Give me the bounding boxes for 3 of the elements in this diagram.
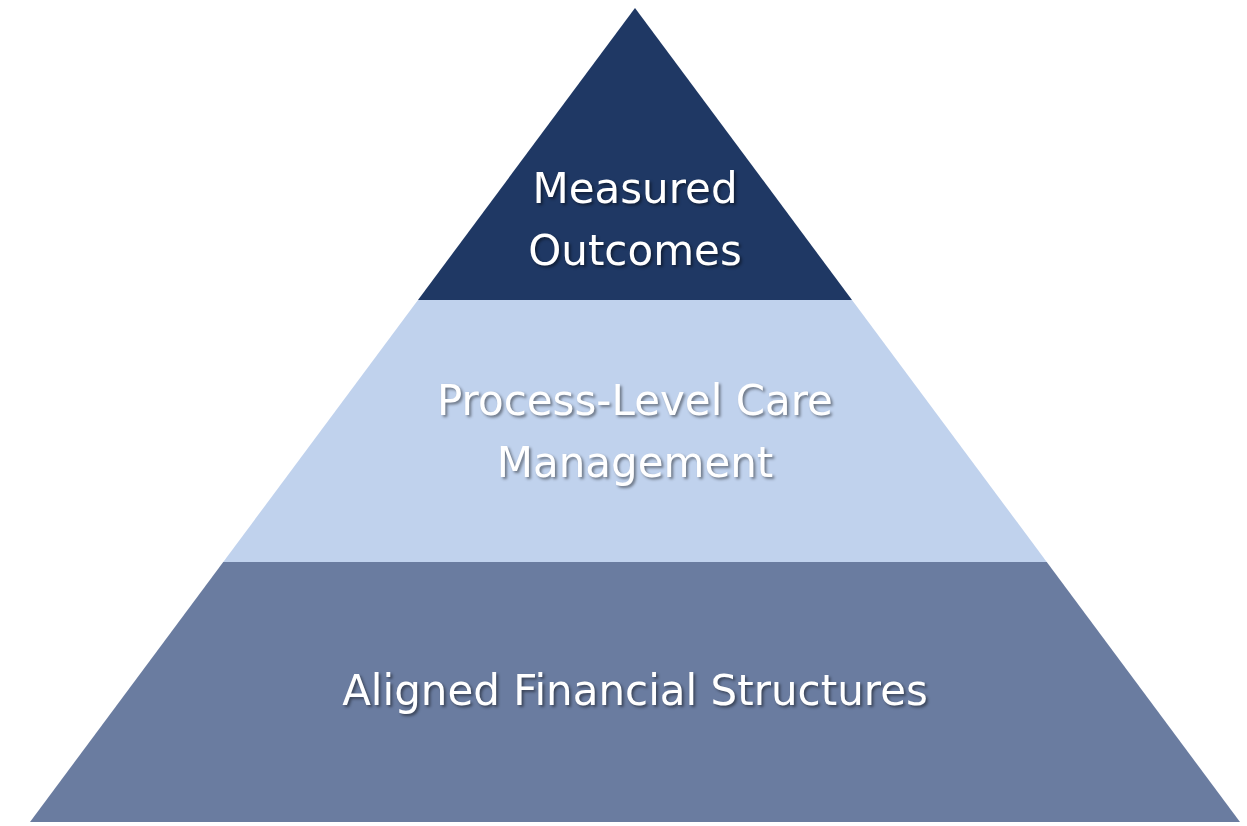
tier-label: Aligned Financial Structures [341,665,929,717]
tier-label: Process-Level Care Management [436,375,834,489]
tier-label: Measured Outcomes [527,163,743,277]
